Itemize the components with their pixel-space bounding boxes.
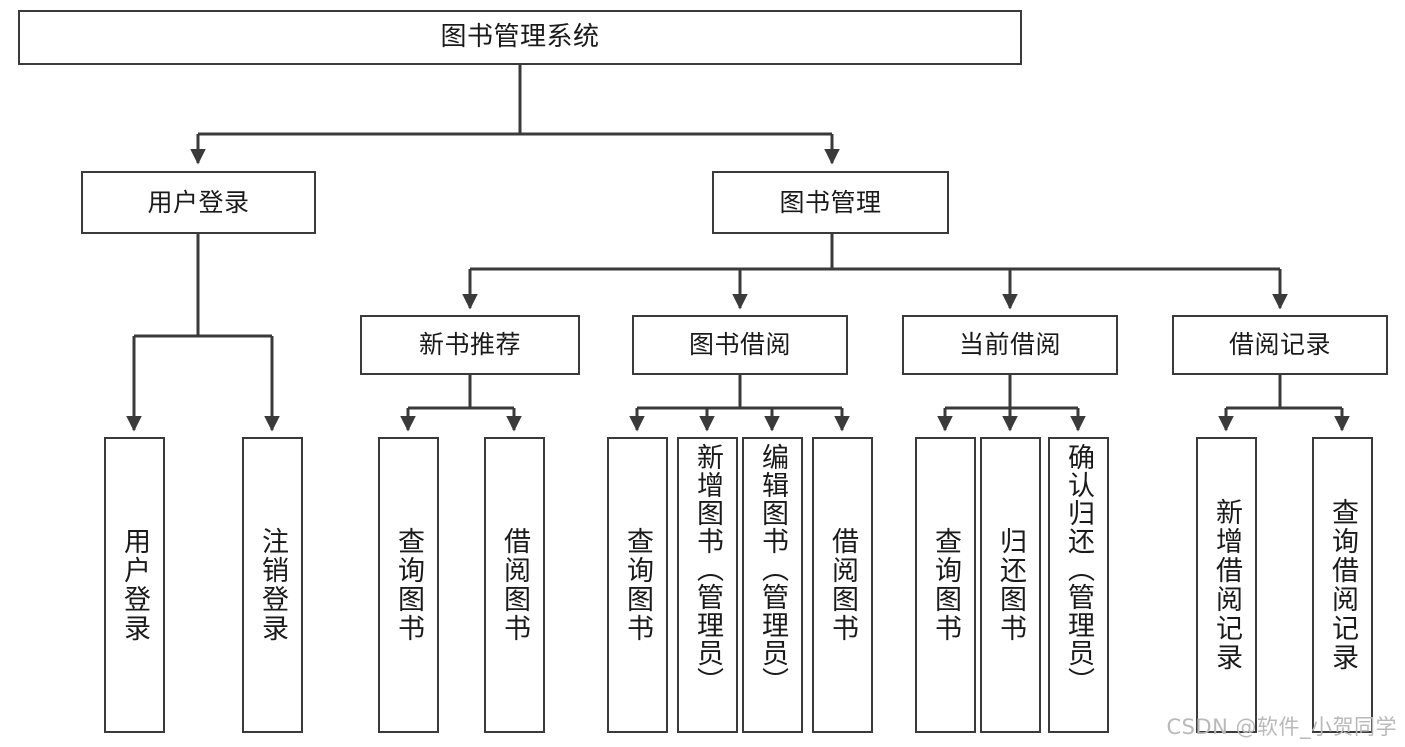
node-borrow-record[interactable]: 借阅记录: [1172, 315, 1388, 375]
node-label: 新书推荐: [418, 330, 521, 360]
node-label: 查询借阅记录: [1327, 498, 1358, 672]
leaf-add-borrow-record[interactable]: 新增借阅记录: [1196, 437, 1257, 733]
node-label: 查询图书: [622, 527, 653, 643]
node-label: 图书借阅: [688, 330, 791, 360]
node-label: 新增借阅记录: [1211, 498, 1242, 672]
leaf-return-book[interactable]: 归还图书: [980, 437, 1041, 733]
node-label: 图书管理: [779, 187, 882, 217]
node-current-borrow[interactable]: 当前借阅: [902, 315, 1118, 375]
leaf-borrow-book[interactable]: 借阅图书: [812, 437, 873, 733]
node-new-book-recommend[interactable]: 新书推荐: [360, 315, 580, 375]
node-book-management-system[interactable]: 图书管理系统: [18, 10, 1022, 65]
node-user-login[interactable]: 用户登录: [81, 171, 316, 234]
leaf-logout-login[interactable]: 注销登录: [242, 437, 303, 733]
node-book-management[interactable]: 图书管理: [712, 171, 949, 234]
node-label: 注销登录: [257, 527, 288, 643]
node-label: 编辑图书（管理员）: [757, 443, 788, 695]
leaf-query-book-borrow[interactable]: 查询图书: [607, 437, 668, 733]
leaf-user-login[interactable]: 用户登录: [104, 437, 165, 733]
node-label: 图书管理系统: [440, 22, 600, 53]
watermark-text: CSDN @软件_小贺同学: [1166, 715, 1397, 739]
node-label: 新增图书（管理员）: [692, 443, 723, 695]
node-label: 用户登录: [119, 527, 150, 643]
node-label: 借阅图书: [827, 527, 858, 643]
node-book-borrow[interactable]: 图书借阅: [632, 315, 848, 375]
node-label: 查询图书: [393, 527, 424, 643]
leaf-query-book-current[interactable]: 查询图书: [915, 437, 976, 733]
leaf-query-borrow-record[interactable]: 查询借阅记录: [1312, 437, 1373, 733]
node-label: 查询图书: [930, 527, 961, 643]
leaf-add-book-admin[interactable]: 新增图书（管理员）: [677, 437, 738, 733]
node-label: 用户登录: [147, 187, 250, 217]
leaf-query-book-recommend[interactable]: 查询图书: [378, 437, 439, 733]
node-label: 借阅图书: [499, 527, 530, 643]
node-label: 归还图书: [995, 527, 1026, 643]
node-label: 借阅记录: [1228, 330, 1331, 360]
node-label: 当前借阅: [958, 330, 1061, 360]
leaf-confirm-return-admin[interactable]: 确认归还（管理员）: [1048, 437, 1109, 733]
node-label: 确认归还（管理员）: [1063, 443, 1094, 695]
leaf-edit-book-admin[interactable]: 编辑图书（管理员）: [742, 437, 803, 733]
leaf-borrow-book-recommend[interactable]: 借阅图书: [484, 437, 545, 733]
